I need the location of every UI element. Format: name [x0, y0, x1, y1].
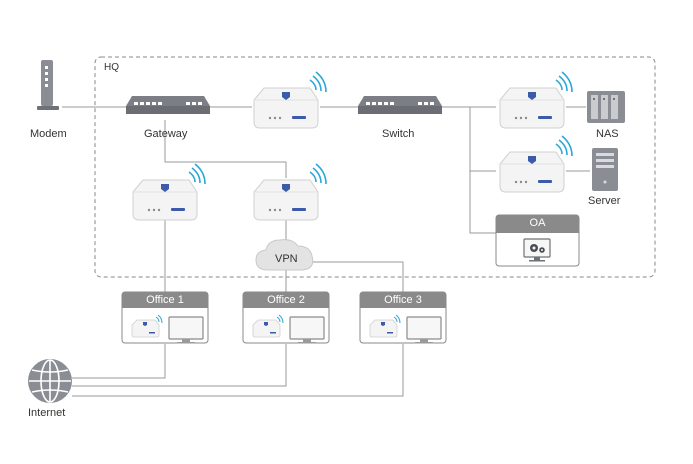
modem-icon [37, 60, 59, 110]
vpn-cloud-icon [255, 239, 314, 271]
nas-label: NAS [596, 128, 619, 140]
office-2-title: Office 2 [267, 294, 305, 306]
office-1-title: Office 1 [146, 294, 184, 306]
gateway-icon [126, 96, 210, 114]
internet-globe-icon [28, 359, 72, 403]
office-2-box [242, 291, 330, 345]
switch-icon [358, 96, 442, 114]
switch-label: Switch [382, 128, 415, 140]
oa-app-icon [523, 238, 551, 262]
server-label: Server [588, 195, 621, 207]
router-left-icon [132, 163, 206, 221]
internet-label: Internet [28, 407, 66, 419]
connection-lines [62, 106, 590, 397]
vpn-label: VPN [275, 253, 298, 265]
gateway-label: Gateway [144, 128, 188, 140]
modem-label: Modem [30, 128, 67, 140]
office-3-box [359, 291, 447, 345]
router-nas-icon [499, 71, 573, 129]
nas-icon [587, 91, 625, 123]
router-vpn-icon [253, 163, 327, 221]
office-3-title: Office 3 [384, 294, 422, 306]
office-1-box [121, 291, 209, 345]
server-icon [592, 148, 618, 191]
router-server-icon [499, 135, 573, 193]
oa-title: OA [529, 217, 546, 229]
oa-box [495, 214, 580, 267]
hq-label: HQ [104, 62, 119, 73]
router-hq-top-icon [253, 71, 327, 129]
hq-boundary [94, 56, 656, 278]
